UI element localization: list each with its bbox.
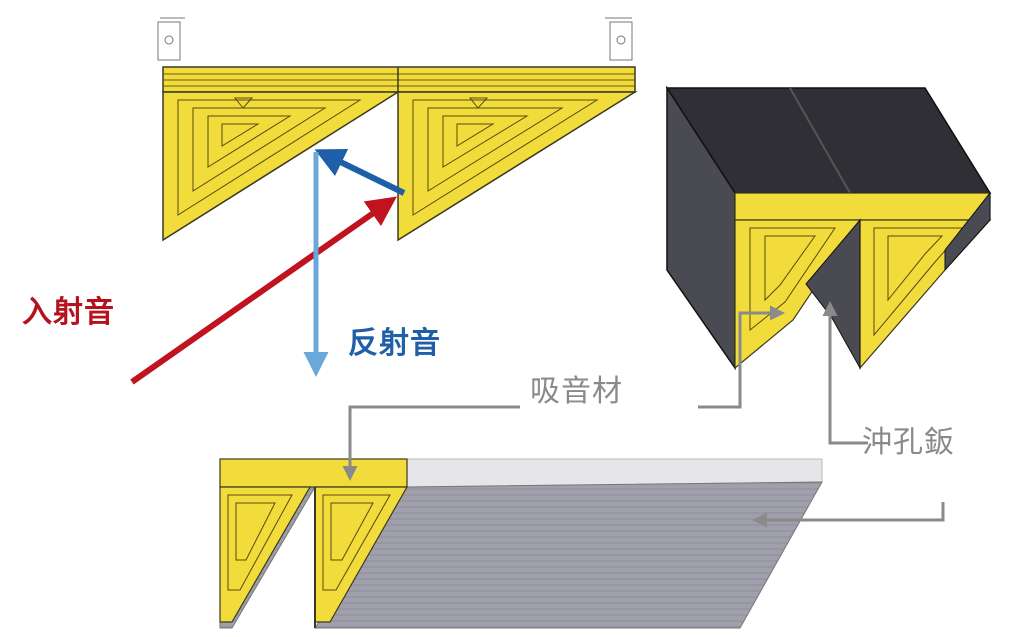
absorber-wedge-left (162, 91, 401, 242)
cross-section-2d (130, 17, 638, 385)
hanger-bracket-left (157, 17, 185, 61)
leader-lines (342, 301, 945, 528)
reflected-sound-arrow-diagonal (314, 149, 406, 196)
panel-perspective-view (219, 458, 823, 629)
leader-absorber-bottom (342, 405, 520, 481)
leader-panel-top (822, 301, 868, 445)
reflected-sound-label: 反射音 (348, 326, 441, 361)
hanger-bracket-right (605, 17, 633, 61)
absorber-wedge-right (397, 91, 638, 242)
perforated-panel-label: 沖孔鈑 (862, 425, 955, 460)
incident-sound-arrow (130, 196, 397, 385)
absorbing-material-label: 吸音材 (530, 374, 623, 409)
panel-3d-view (665, 85, 992, 371)
leader-absorber-top (698, 305, 785, 409)
incident-sound-label: 入射音 (22, 295, 115, 330)
top-board (162, 66, 636, 93)
leader-panel-bottom (752, 502, 945, 528)
absorber-wedge-bottom-left (219, 486, 312, 623)
